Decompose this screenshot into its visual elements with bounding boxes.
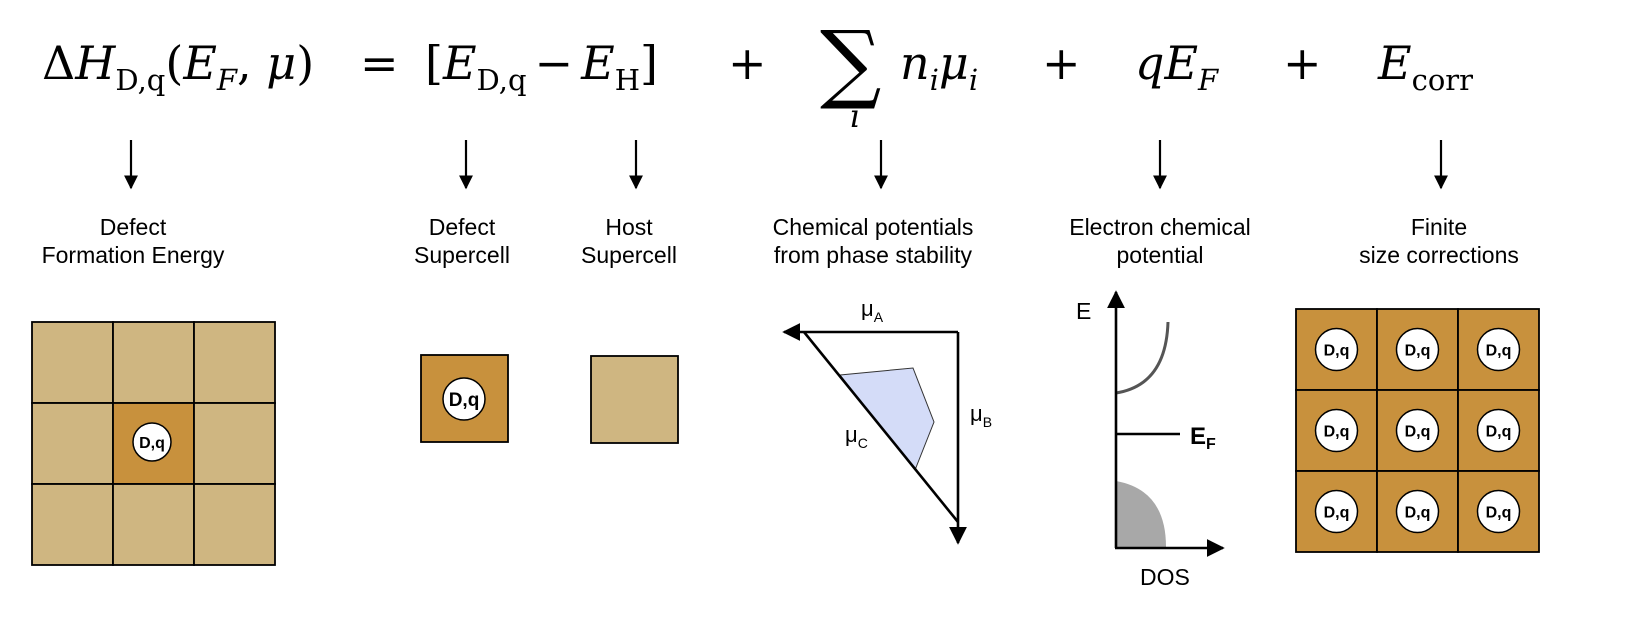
valence-band [1116, 481, 1166, 547]
defect-label: D,q [1405, 424, 1431, 441]
defect-marker [1395, 489, 1440, 534]
defect-marker [1395, 327, 1440, 372]
host-cell [193, 402, 276, 485]
periodic-cell [1457, 308, 1540, 391]
enthalpy-symbol: H [75, 36, 116, 90]
equation-lhs: ΔHD,q(EF, μ) [42, 36, 315, 97]
dos-axis-label: DOS [1140, 564, 1190, 590]
defect-label: D,q [1324, 424, 1350, 441]
defect-marker [1314, 489, 1359, 534]
svg-text:D,q: D,q [449, 390, 480, 411]
caption-host-supercell: Host Supercell [581, 214, 677, 268]
periodic-defect-image: D,q [1457, 470, 1540, 553]
periodic-defect-image: D,q [1376, 470, 1459, 553]
mu-b-label: μ [970, 401, 983, 426]
caption-defect-supercell: Defect Supercell [414, 214, 510, 268]
caption-formation-energy: Defect Formation Energy [41, 214, 225, 268]
caption-chemical-potentials: Chemical potentials from phase stability [772, 214, 974, 268]
conduction-band [1115, 321, 1170, 395]
defect-marker [1395, 408, 1440, 453]
defect-marker [1476, 489, 1521, 534]
fermi-term: qEF [1135, 36, 1219, 97]
host-cell [31, 402, 114, 485]
svg-text:μA: μA [861, 296, 884, 325]
defect-supercell: D,q [420, 354, 509, 443]
plus-sign-2: + [1042, 36, 1081, 90]
defect-marker [1476, 408, 1521, 453]
periodic-defect-image: D,q [1295, 470, 1378, 553]
plus-sign-3: + [1283, 36, 1322, 90]
equals-sign: = [360, 36, 399, 90]
host-supercell [590, 355, 679, 444]
svg-text:EF: EF [1190, 423, 1216, 453]
host-cell [112, 321, 195, 404]
defect-label: D,q [1486, 424, 1512, 441]
fermi-level-label: E [1190, 423, 1206, 450]
svg-text:μC: μC [845, 422, 868, 451]
periodic-defect-image: D,q [1295, 308, 1378, 391]
energy-axis-label: E [1076, 298, 1091, 324]
plus-sign-1: + [728, 36, 767, 90]
dos-plot: E DOS EF [1076, 290, 1225, 590]
summation-symbol: ∑ [820, 13, 882, 113]
defect-label: D,q [1405, 505, 1431, 522]
defect-marker [1476, 327, 1521, 372]
mu-c-edge [802, 331, 960, 523]
host-cell [193, 321, 276, 404]
stable-region [839, 367, 935, 471]
periodic-defect-image: D,q [1457, 308, 1540, 391]
defect-label: D,q [1324, 505, 1350, 522]
delta-symbol: Δ [42, 36, 76, 90]
mu-a-label: μ [861, 296, 874, 321]
energy-difference-term: [ED,q−EH] [425, 36, 658, 97]
defect-marker [1314, 327, 1359, 372]
caption-electron-chemical-potential: Electron chemical potential [1069, 214, 1251, 268]
periodic-defect-image: D,q [1376, 389, 1459, 472]
periodic-defect-image: D,q [1376, 308, 1459, 391]
phase-stability-diagram: μA μB μC [782, 296, 992, 545]
periodic-defect-image: D,q [1457, 389, 1540, 472]
defect-label: D,q [1324, 343, 1350, 360]
formation-center-defect: D,q [132, 422, 172, 462]
summation-index: i [850, 97, 861, 135]
defect-energy-symbol: E [442, 36, 477, 90]
periodic-defect-image: D,q [1295, 389, 1378, 472]
host-cell [193, 483, 276, 566]
defect-label: D,q [1405, 343, 1431, 360]
caption-finite-size: Finite size corrections [1359, 214, 1519, 268]
chemical-potential-term: niμi [900, 36, 979, 97]
enthalpy-subscript: D,q [115, 63, 166, 97]
host-energy-symbol: E [581, 36, 615, 90]
host-cell [112, 483, 195, 566]
defect-label: D,q [1486, 505, 1512, 522]
defect-label: D,q [1486, 343, 1512, 360]
svg-text:D,q: D,q [139, 435, 165, 452]
svg-text:μB: μB [970, 401, 992, 430]
formation-supercell-grid [31, 321, 276, 566]
host-cell [31, 321, 114, 404]
defect-marker [1314, 408, 1359, 453]
host-cell [31, 483, 114, 566]
mu-c-label: μ [845, 422, 858, 447]
correction-term: Ecorr [1378, 36, 1474, 97]
